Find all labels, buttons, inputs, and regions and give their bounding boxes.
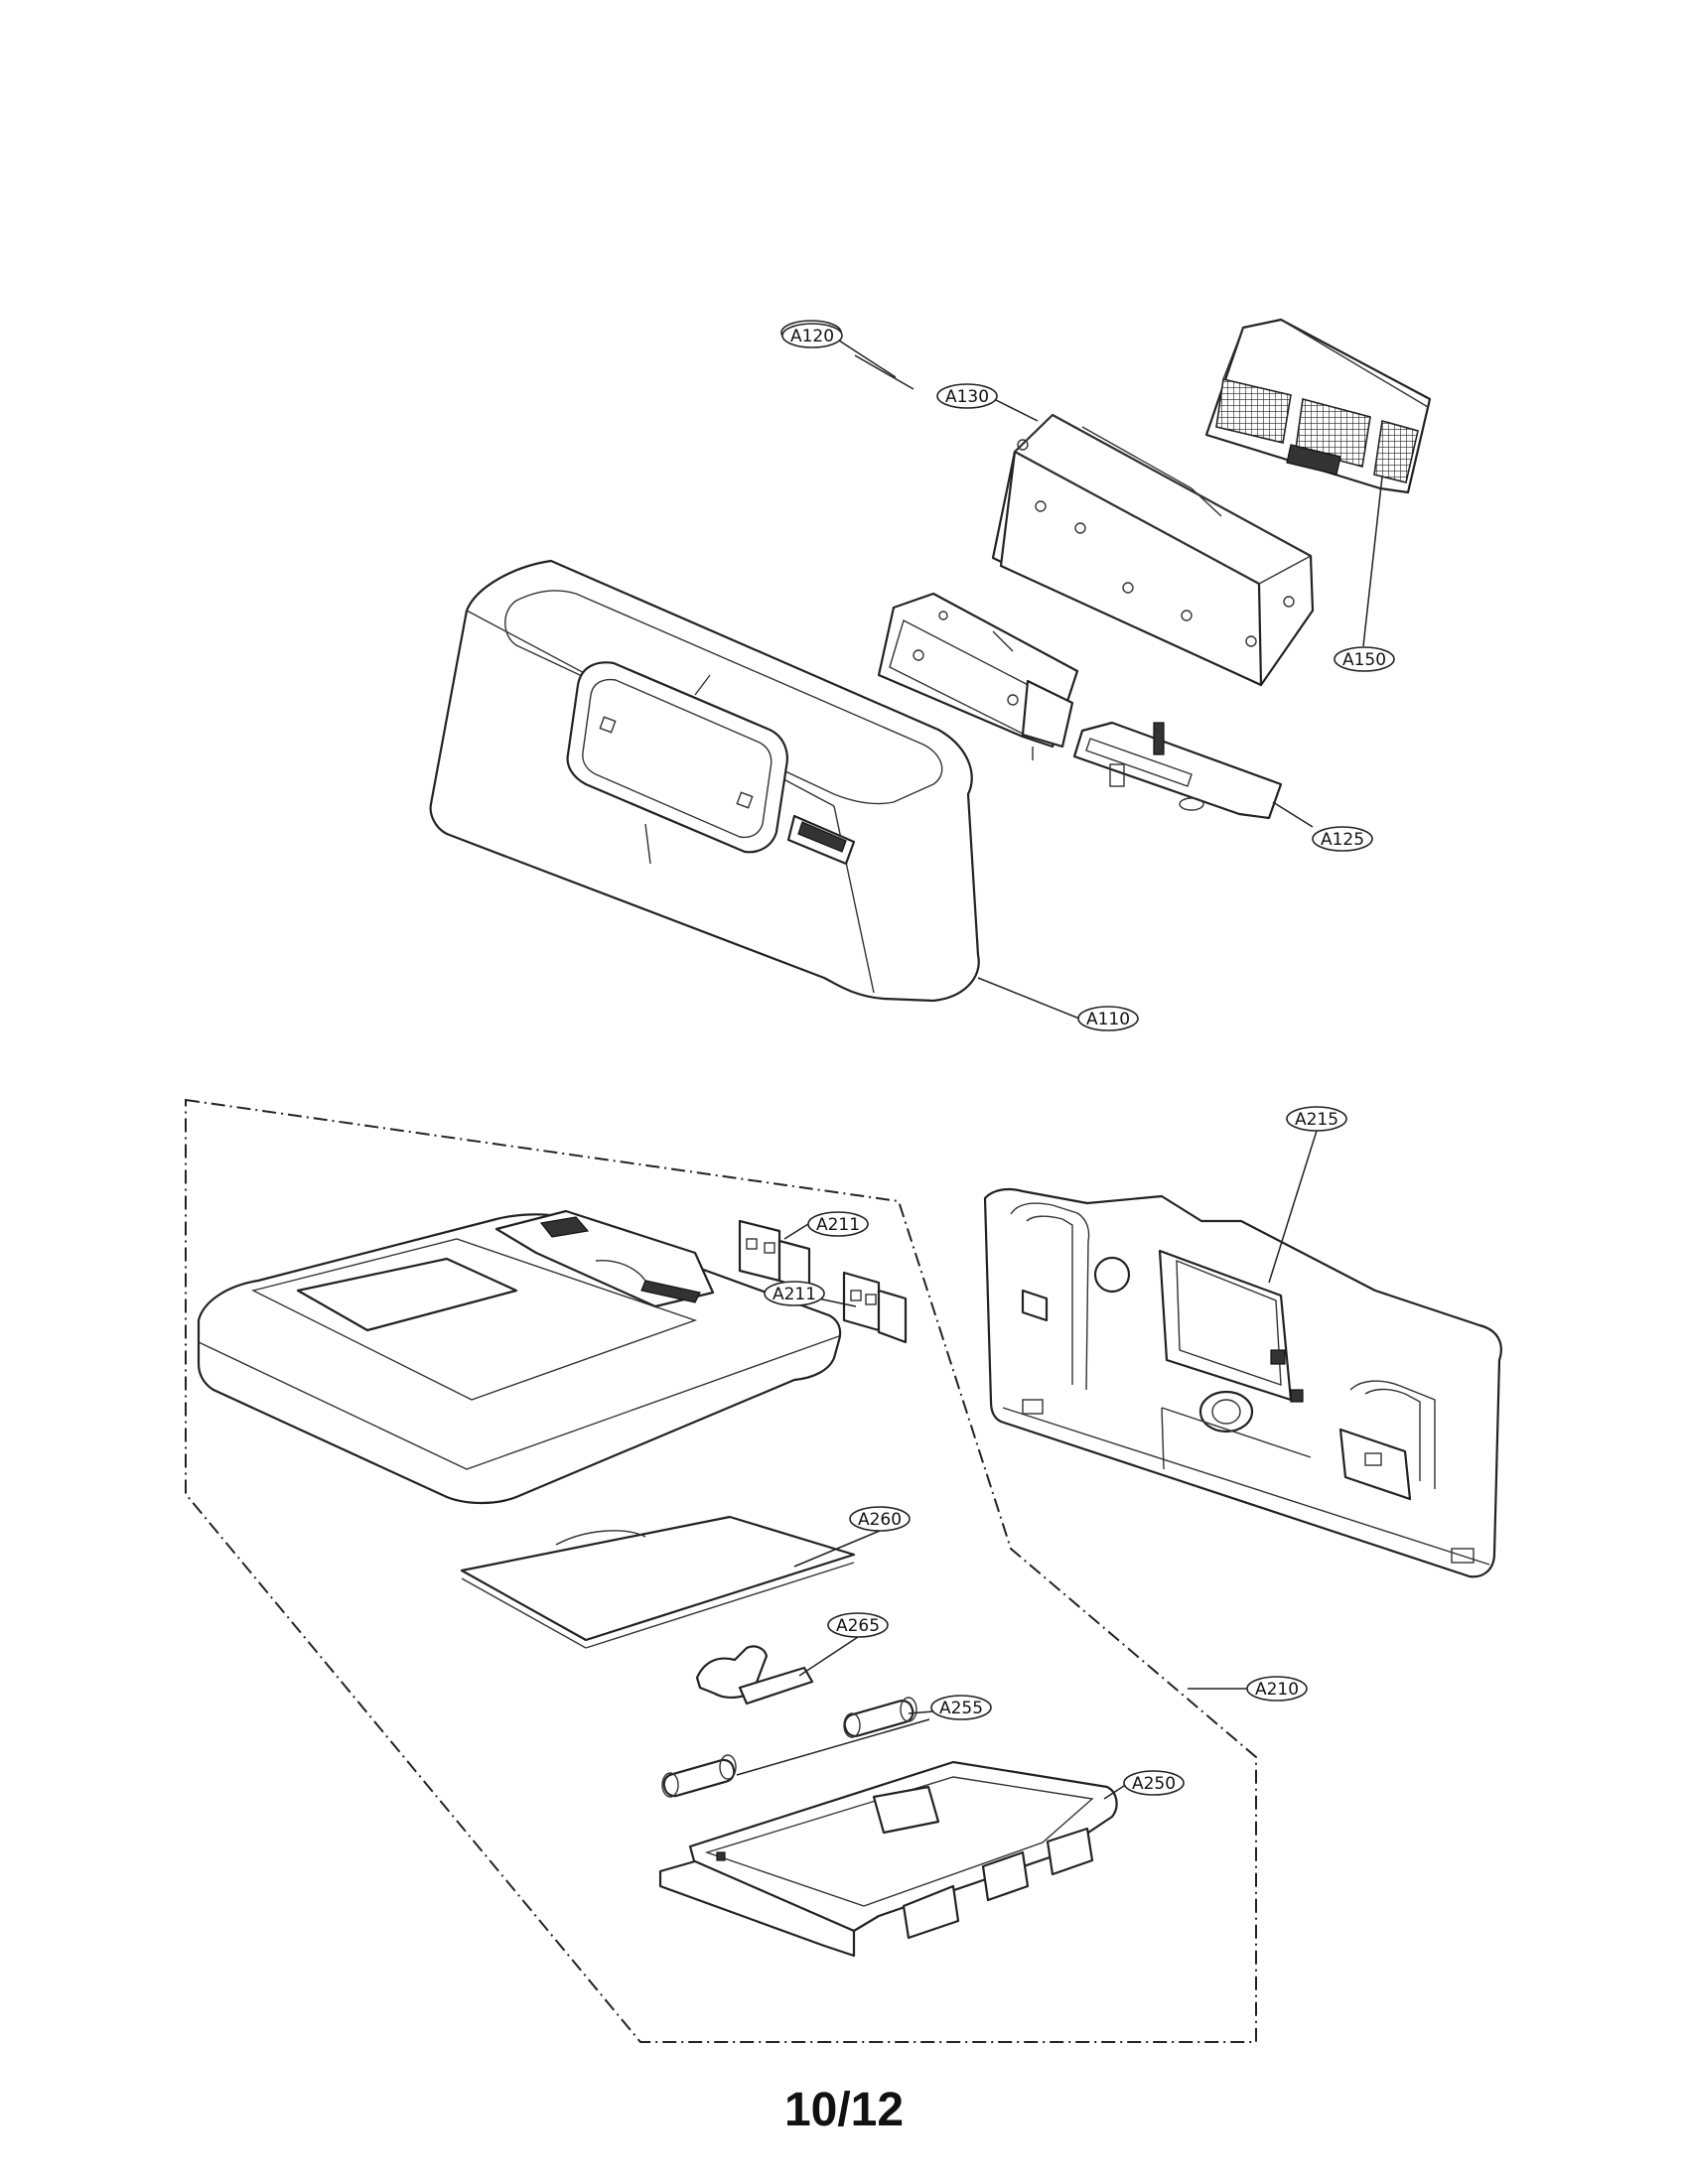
part-a110-control-panel [429, 559, 980, 1003]
part-a211-hinge-upper [738, 1219, 811, 1293]
part-a250-lid-frame [658, 1760, 1118, 1958]
part-a265-damper [695, 1645, 814, 1706]
part-a210-top-cover [197, 1209, 842, 1505]
callout-a250-label: A250 [1132, 1774, 1176, 1794]
callout-a265: A265 [827, 1612, 889, 1638]
callout-a211-upper: A211 [807, 1211, 869, 1237]
callout-a120-item: A120 [781, 323, 843, 348]
callout-a125-label: A125 [1321, 830, 1364, 850]
callout-a125: A125 [1312, 826, 1373, 852]
callout-a211-lower: A211 [764, 1281, 825, 1306]
a210-group-boundary [185, 1098, 1257, 2043]
callout-a260: A260 [849, 1506, 911, 1532]
page-number: 10/12 [783, 2084, 905, 2136]
leader-lines [736, 340, 1383, 1800]
callout-a211-lower-label: A211 [773, 1285, 816, 1304]
part-a260-lid-panel [460, 1515, 856, 1649]
part-a211-hinge-lower [842, 1271, 908, 1344]
callout-a130: A130 [936, 383, 998, 409]
callout-a210: A210 [1246, 1676, 1308, 1702]
callout-a211-upper-label: A211 [816, 1215, 860, 1235]
callout-a255-label: A255 [939, 1699, 983, 1718]
callout-a260-label: A260 [858, 1510, 902, 1530]
callout-a255: A255 [930, 1695, 992, 1720]
part-a255-hinge-pin-left [661, 1754, 737, 1798]
part-a120-display-board [877, 592, 1079, 760]
callout-a265-label: A265 [836, 1616, 880, 1636]
callout-a120-label: A120 [790, 327, 834, 346]
callout-a150: A150 [1334, 646, 1395, 672]
callout-a150-label: A150 [1342, 650, 1386, 670]
callout-a250: A250 [1123, 1770, 1185, 1796]
leader-a120 [838, 340, 897, 378]
part-a130-main-board [991, 413, 1315, 687]
part-a125-small-board [1072, 721, 1283, 820]
part-a215-back-panel [983, 1187, 1502, 1578]
callout-a130-label: A130 [945, 387, 989, 407]
callout-a110-label: A110 [1086, 1010, 1130, 1029]
part-a150-cover [1204, 318, 1432, 494]
callout-a110: A110 [1077, 1006, 1139, 1031]
callout-a210-label: A210 [1255, 1680, 1299, 1700]
part-a255-hinge-pin-right [843, 1697, 917, 1738]
callout-a215-label: A215 [1295, 1110, 1338, 1130]
callout-a215: A215 [1286, 1106, 1347, 1132]
